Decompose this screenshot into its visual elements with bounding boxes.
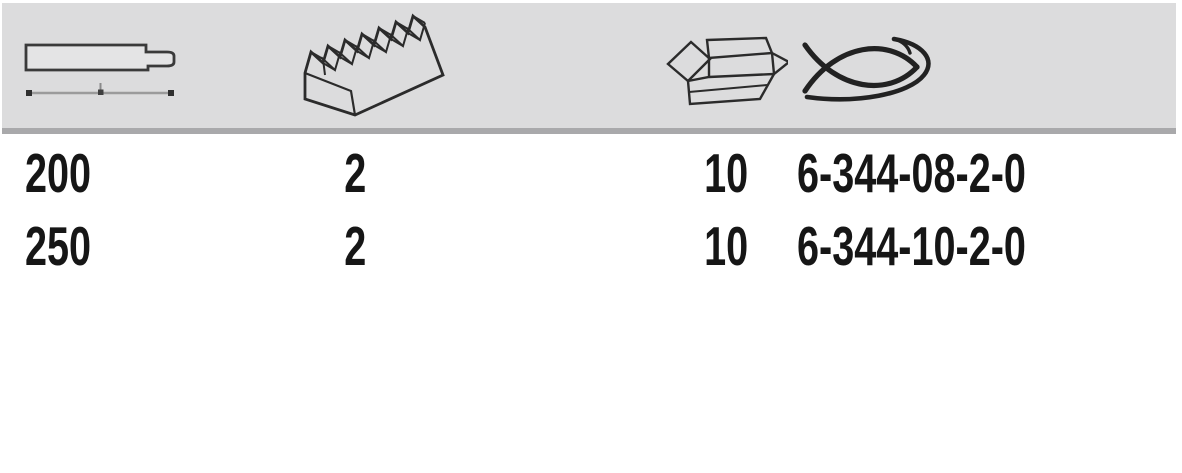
cell-cut: 2 xyxy=(343,142,367,204)
fish-logo-icon xyxy=(797,35,937,105)
table-header-band xyxy=(2,3,1176,134)
cell-length: 250 xyxy=(25,215,92,277)
cut-icon xyxy=(297,11,445,117)
cell-article-number: 6-344-10-2-0 xyxy=(797,215,1026,277)
table-row: 250 2 10 6-344-10-2-0 xyxy=(0,217,1182,275)
cell-pack-quantity: 10 xyxy=(703,215,748,277)
cell-article-number: 6-344-08-2-0 xyxy=(797,142,1026,204)
cell-cut: 2 xyxy=(343,215,367,277)
cell-length: 200 xyxy=(25,142,92,204)
table-row: 200 2 10 6-344-08-2-0 xyxy=(0,144,1182,202)
tool-length-icon xyxy=(24,39,176,101)
packaging-box-icon xyxy=(663,33,788,113)
cell-pack-quantity: 10 xyxy=(703,142,748,204)
